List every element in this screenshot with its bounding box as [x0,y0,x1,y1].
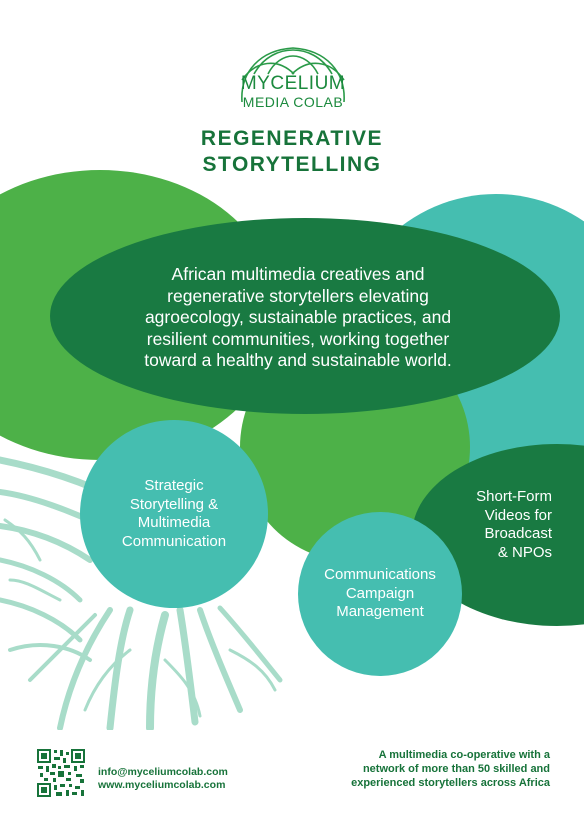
headline-line-2: STORYTELLING [202,153,382,176]
mycelium-logo: MYCELIUM MEDIA COLAB [234,44,352,116]
service-shortform-videos: Short-Form Videos for Broadcast & NPOs [476,488,552,561]
mission-statement: African multimedia creatives and regener… [144,264,452,370]
tagline: A multimedia co-operative with a network… [351,749,550,789]
headline: REGENERATIVE STORYTELLING [150,126,434,178]
headline-line-1: REGENERATIVE [200,127,384,150]
logo-arcs-icon [241,47,345,103]
service-strategic-label: Strategic Storytelling & Multimedia Comm… [121,477,227,550]
contact-email[interactable]: info@myceliumcolab.com [98,766,228,778]
service-campaign-label: Communications Campaign Management [324,566,436,621]
logo-title: MYCELIUM [240,73,346,94]
mission-ellipse [50,218,560,414]
root-network-icon [0,456,283,730]
qr-code-icon[interactable] [36,748,86,798]
service-strategic-storytelling: Strategic Storytelling & Multimedia Comm… [80,420,268,608]
contact-info: info@myceliumcolab.com www.myceliumcolab… [98,766,228,792]
contact-website[interactable]: www.myceliumcolab.com [98,779,226,791]
service-campaign-management: Communications Campaign Management [298,512,462,676]
logo-subtitle: MEDIA COLAB [242,94,344,110]
